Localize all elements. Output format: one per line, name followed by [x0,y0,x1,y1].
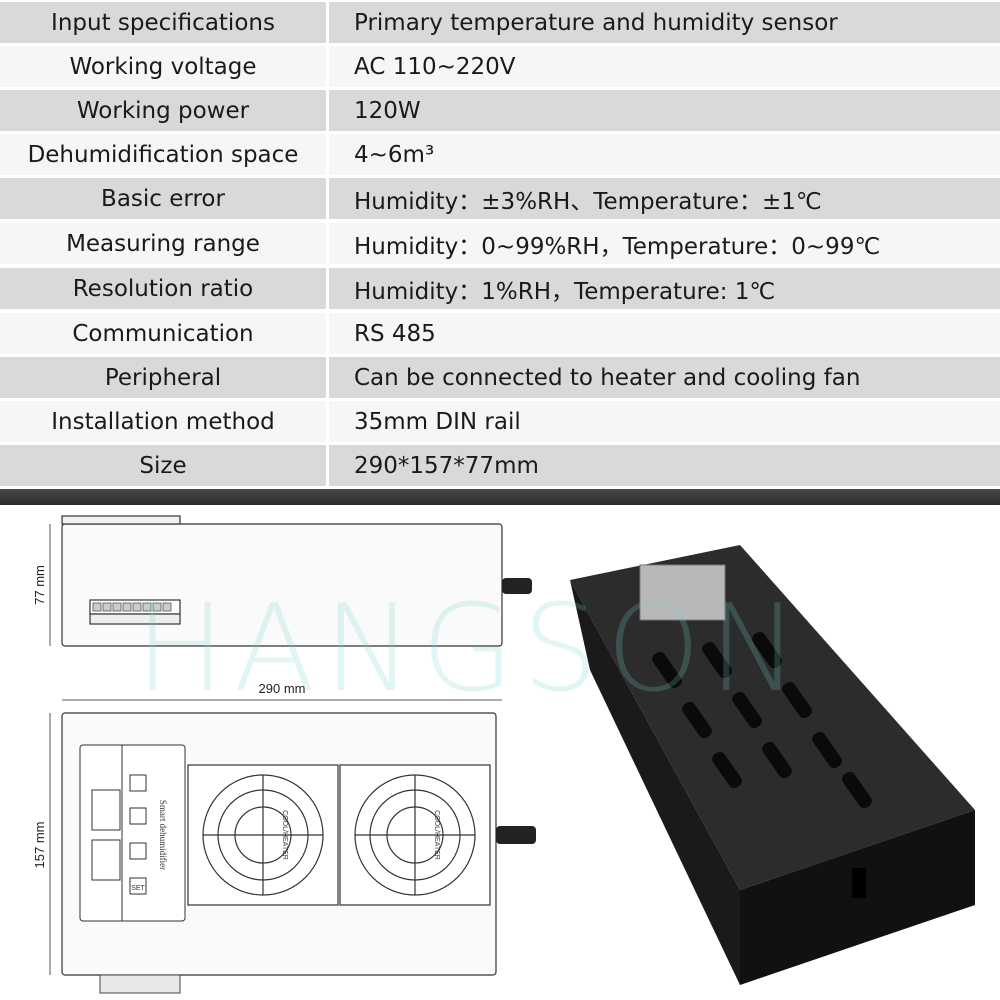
spec-row-space: Dehumidification space 4~6m³ [0,134,1000,175]
spec-value: Humidity：0~99%RH，Temperature：0~99℃ [329,223,1000,264]
fan-left [187,764,339,906]
spec-label: Installation method [0,401,326,442]
spec-value: RS 485 [329,313,1000,354]
vent-slots [652,631,872,809]
spec-row-resolution: Resolution ratio Humidity：1%RH，Temperatu… [0,268,1000,309]
spec-label: Working power [0,90,326,131]
spec-value: Primary temperature and humidity sensor [329,2,1000,43]
spec-row-installation: Installation method 35mm DIN rail [0,401,1000,442]
bottom-connector [99,974,181,994]
spec-label: Working voltage [0,46,326,87]
spec-label: Communication [0,313,326,354]
height-label: 77 mm [32,565,47,605]
spec-value: 4~6m³ [329,134,1000,175]
set-button: SET [131,885,145,892]
spec-row-power: Working power 120W [0,90,1000,131]
width-label: 157 mm [32,822,47,869]
fan-label-left: COOL/HEATER [281,810,288,860]
fan-label-right: COOL/HEATER [433,810,440,860]
fan-right [339,764,491,906]
top-drain-pipe [496,826,536,844]
spec-row-peripheral: Peripheral Can be connected to heater an… [0,357,1000,398]
spec-value: AC 110~220V [329,46,1000,87]
spec-label: Input specifications [0,2,326,43]
spec-label: Measuring range [0,223,326,264]
spec-label: Basic error [0,178,326,219]
length-label: 290 mm [259,681,306,696]
spec-row-range: Measuring range Humidity：0~99%RH，Tempera… [0,223,1000,264]
spec-row-voltage: Working voltage AC 110~220V [0,46,1000,87]
drain-nozzle [852,868,866,898]
dimension-lines [49,524,502,975]
spec-row-input: Input specifications Primary temperature… [0,2,1000,43]
front-label: Smart dehumidifier [158,800,168,870]
spec-row-size: Size 290*157*77mm [0,445,1000,486]
din-rail-clip [639,564,726,621]
spec-value: Humidity：1%RH，Temperature: 1℃ [329,268,1000,309]
side-view [61,515,503,647]
spec-row-error: Basic error Humidity：±3%RH、Temperature：±… [0,178,1000,219]
side-drain-pipe [502,578,532,594]
watermark: HANGSON [135,580,807,719]
spec-label: Size [0,445,326,486]
section-divider [0,489,1000,505]
spec-row-communication: Communication RS 485 [0,313,1000,354]
spec-value: Humidity：±3%RH、Temperature：±1℃ [329,178,1000,219]
spec-label: Resolution ratio [0,268,326,309]
spec-value: 35mm DIN rail [329,401,1000,442]
spec-value: 120W [329,90,1000,131]
spec-label: Peripheral [0,357,326,398]
spec-value: Can be connected to heater and cooling f… [329,357,1000,398]
control-panel [79,744,186,922]
dimension-drawing: 77 mm 290 mm 157 mm Smart dehumidifier S… [32,515,975,994]
spec-label: Dehumidification space [0,134,326,175]
spec-value: 290*157*77mm [329,445,1000,486]
side-terminal-block [92,602,172,612]
